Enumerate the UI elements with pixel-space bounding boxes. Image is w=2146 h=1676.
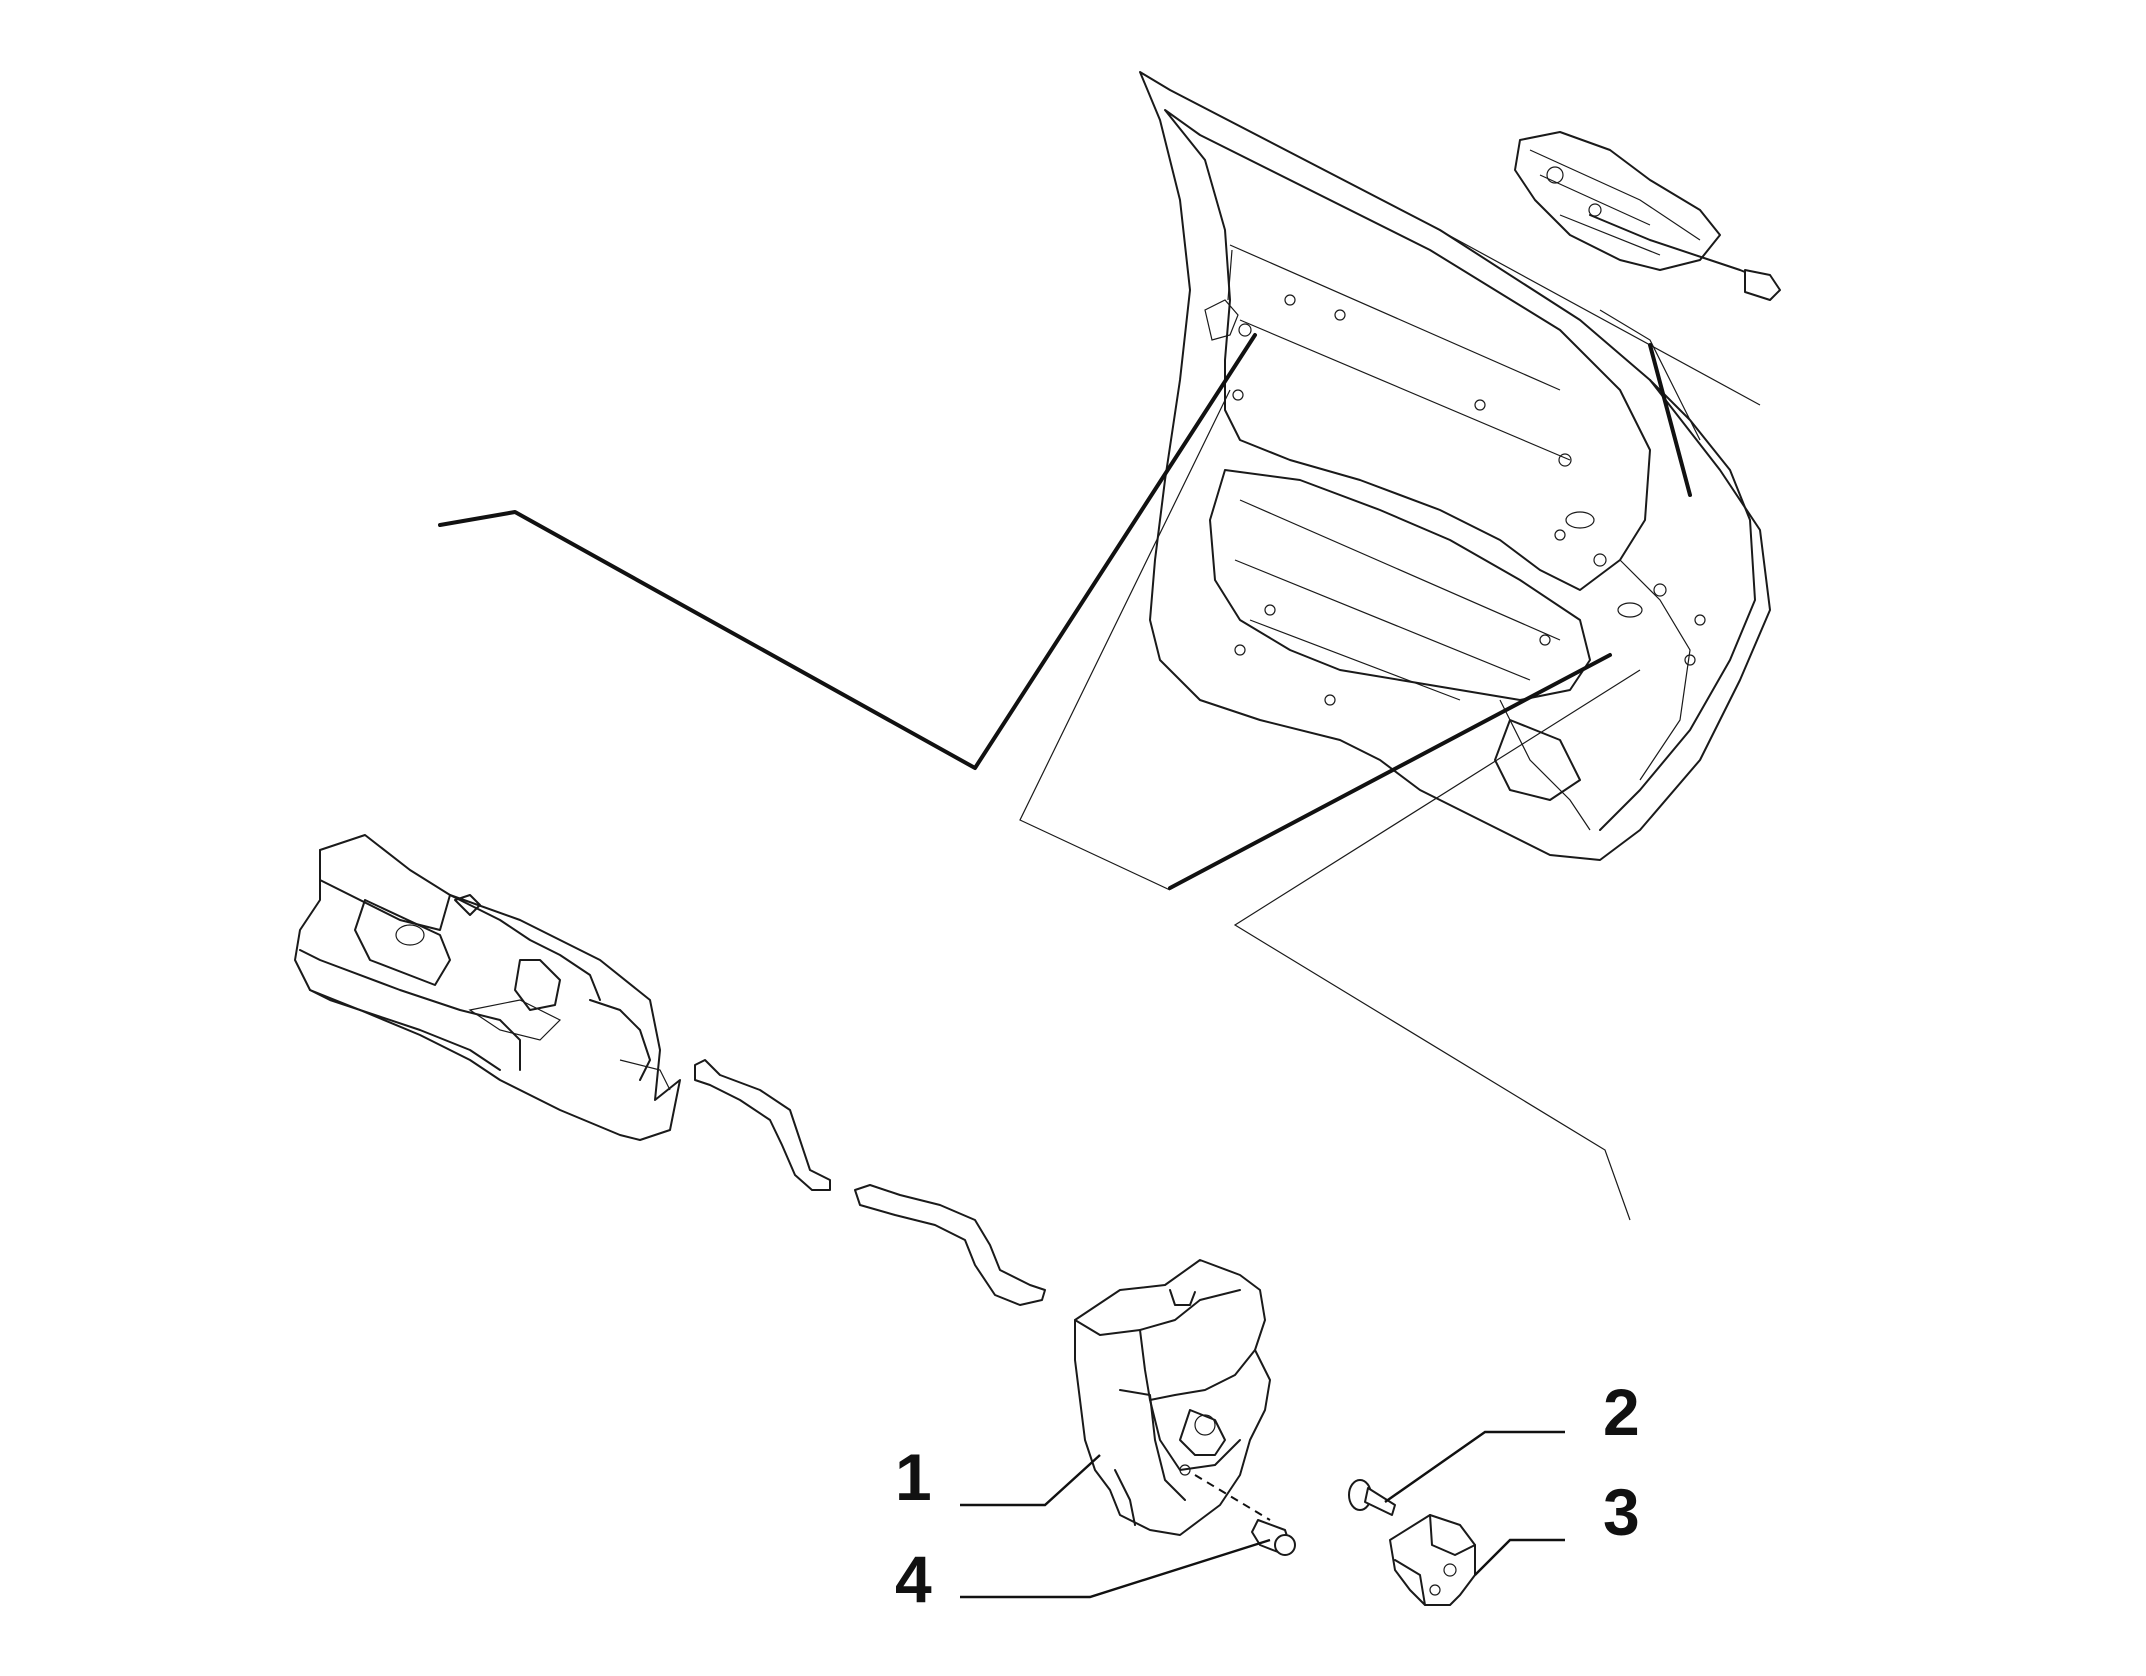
lock-cable-assembly <box>1514 131 1781 301</box>
callout-4: 4 <box>895 1542 932 1616</box>
leader-lines <box>438 333 1692 1599</box>
screw-4 <box>1251 1519 1296 1556</box>
callout-3: 3 <box>1603 1475 1640 1549</box>
door-lock-mechanism <box>1074 1259 1271 1536</box>
bolt-2 <box>1348 1479 1396 1516</box>
rear-door-frame <box>1139 71 1771 861</box>
linkage-rod <box>694 1059 1046 1306</box>
striker-bracket-3 <box>1389 1514 1476 1606</box>
callout-1: 1 <box>895 1440 932 1514</box>
callout-2: 2 <box>1603 1375 1640 1449</box>
callout-labels: 1 2 3 4 <box>895 1375 1640 1616</box>
guide-lines <box>1019 224 1761 1221</box>
inner-door-handle <box>294 834 681 1141</box>
